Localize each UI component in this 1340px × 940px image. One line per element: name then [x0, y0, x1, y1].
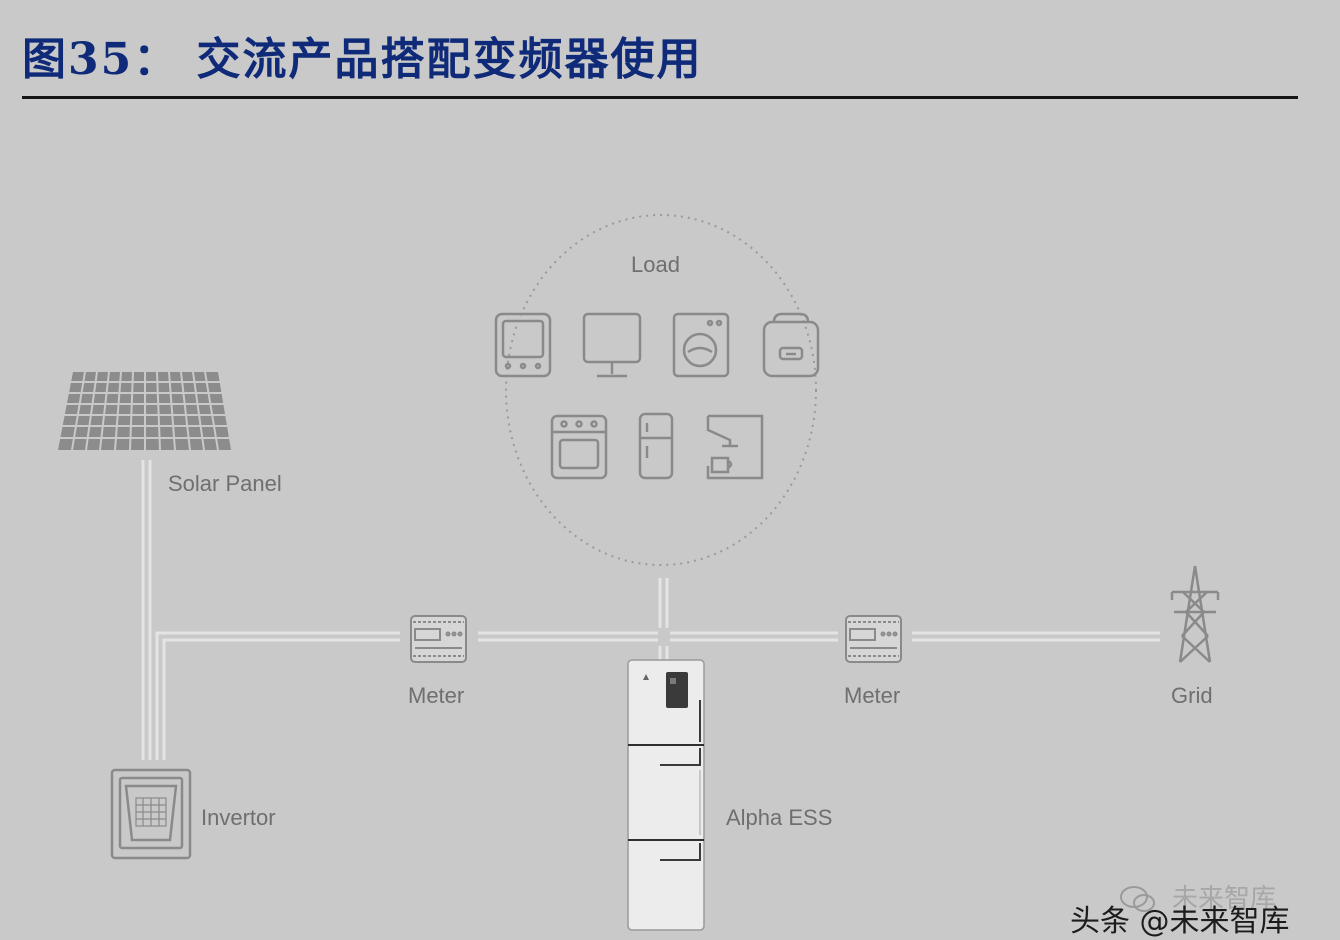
wire-ess-to-grid — [670, 631, 1160, 642]
coffee-maker-icon — [706, 414, 764, 480]
figure-title: 图35： 交流产品搭配变频器使用 — [22, 34, 703, 85]
oven-icon — [550, 414, 608, 480]
solar-panel-label: Solar Panel — [168, 471, 282, 496]
alpha-ess-icon — [627, 659, 705, 931]
inverter-label: Invertor — [201, 805, 276, 830]
load-label: Load — [631, 252, 680, 277]
title-underline — [22, 96, 1298, 99]
watermark-main: 头条 @未来智库 — [1070, 904, 1290, 939]
tv-icon — [494, 312, 552, 378]
wire-inverter-to-ess — [155, 631, 658, 760]
alpha-ess-label: Alpha ESS — [726, 805, 833, 830]
wire-solar-to-inverter — [141, 460, 152, 760]
grid-label: Grid — [1171, 683, 1213, 708]
monitor-icon — [582, 312, 642, 378]
rice-cooker-icon — [762, 312, 820, 378]
solar-panel-icon — [58, 371, 231, 451]
grid-tower-icon — [1170, 565, 1220, 663]
inverter-icon — [110, 768, 192, 860]
load-group-circle — [505, 214, 817, 566]
meter-right-icon — [845, 615, 902, 663]
wire-load-to-ess — [658, 578, 669, 665]
fridge-icon — [638, 412, 674, 480]
washing-machine-icon — [672, 312, 730, 378]
meter-right-label: Meter — [844, 683, 901, 708]
watermark-faint: 未来智库 — [1172, 884, 1277, 914]
wechat-icon — [1120, 886, 1155, 912]
meter-left-label: Meter — [408, 683, 465, 708]
meter-left-icon — [410, 615, 467, 663]
